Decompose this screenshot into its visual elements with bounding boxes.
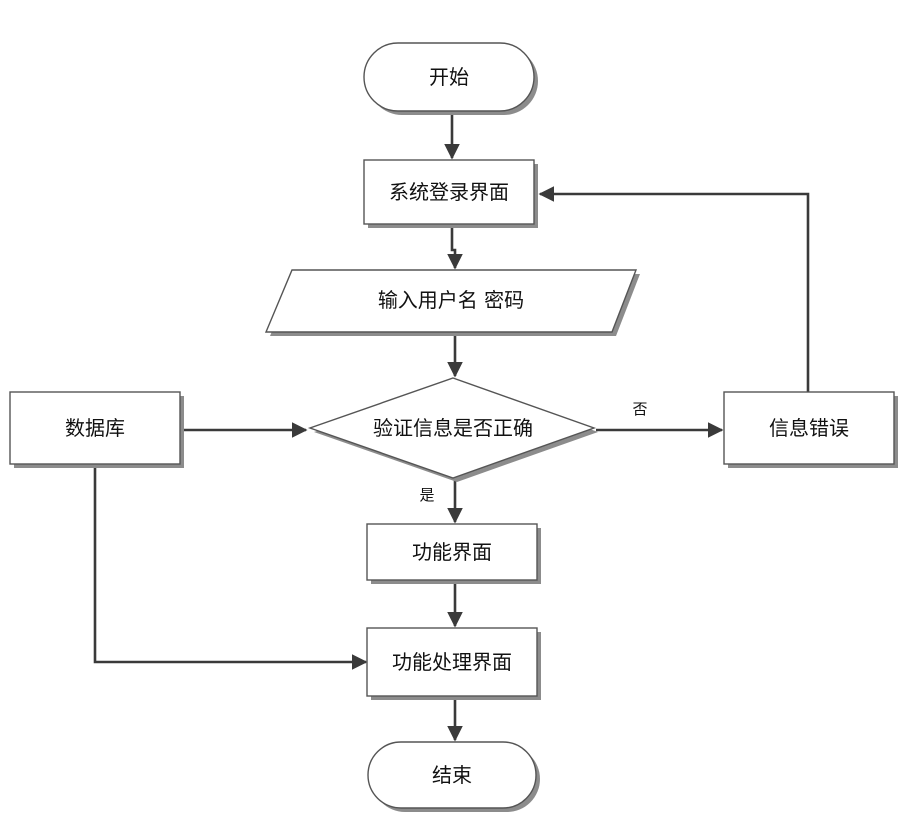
connectors <box>93 112 810 742</box>
edge-label-yes: 是 <box>419 486 434 504</box>
verify-label: 验证信息是否正确 <box>373 416 533 440</box>
start-terminator: 开始 <box>363 42 538 115</box>
login-screen-label: 系统登录界面 <box>389 180 509 204</box>
database-label: 数据库 <box>65 416 125 440</box>
end-terminator: 结束 <box>367 741 540 812</box>
function-processing-box: 功能处理界面 <box>366 627 541 700</box>
function-processing-label: 功能处理界面 <box>392 650 512 674</box>
input-credentials-label: 输入用户名 密码 <box>378 288 524 312</box>
edge-label-no: 否 <box>632 400 647 418</box>
verify-decision-diamond: 验证信息是否正确 <box>307 377 598 482</box>
end-label: 结束 <box>432 763 472 787</box>
edge-login-to-input <box>447 228 463 270</box>
start-label: 开始 <box>429 65 469 89</box>
function-screen-box: 功能界面 <box>366 523 541 584</box>
database-box: 数据库 <box>9 391 184 468</box>
edge-error-to-login <box>538 186 810 392</box>
info-error-box: 信息错误 <box>723 391 898 468</box>
info-error-label: 信息错误 <box>769 416 849 440</box>
input-credentials-parallelogram: 输入用户名 密码 <box>264 269 640 336</box>
function-screen-label: 功能界面 <box>412 540 492 564</box>
edge-database-to-processing <box>93 465 368 670</box>
login-screen-box: 系统登录界面 <box>363 159 538 228</box>
